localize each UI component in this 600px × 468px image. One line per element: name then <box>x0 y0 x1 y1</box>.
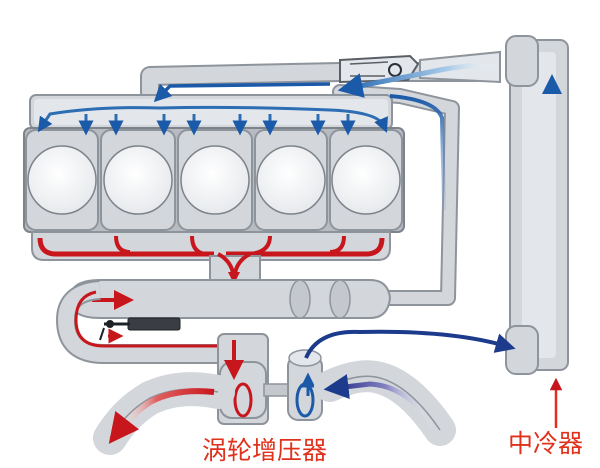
exhaust-pipe <box>68 279 392 319</box>
compressor-outlet-pipe <box>304 329 516 359</box>
cylinder <box>254 129 328 231</box>
cylinder <box>25 129 99 231</box>
exhaust-outlet <box>93 372 235 455</box>
turbocharger-label: 涡轮增压器 <box>202 436 328 465</box>
cylinder <box>329 129 403 231</box>
intercooler <box>505 35 569 375</box>
intake-flow-arrows <box>37 63 562 344</box>
cylinder <box>100 129 176 231</box>
exhaust-manifold <box>31 231 391 285</box>
wastegate-actuator <box>99 317 181 341</box>
intake-manifold <box>29 94 393 130</box>
fresh-air-inlet <box>314 360 456 446</box>
turbocharger <box>217 333 323 425</box>
cylinders <box>25 129 403 231</box>
intercooler-label: 中冷器 <box>508 429 584 458</box>
cylinder <box>177 129 253 231</box>
wastegate-loop <box>55 280 236 364</box>
